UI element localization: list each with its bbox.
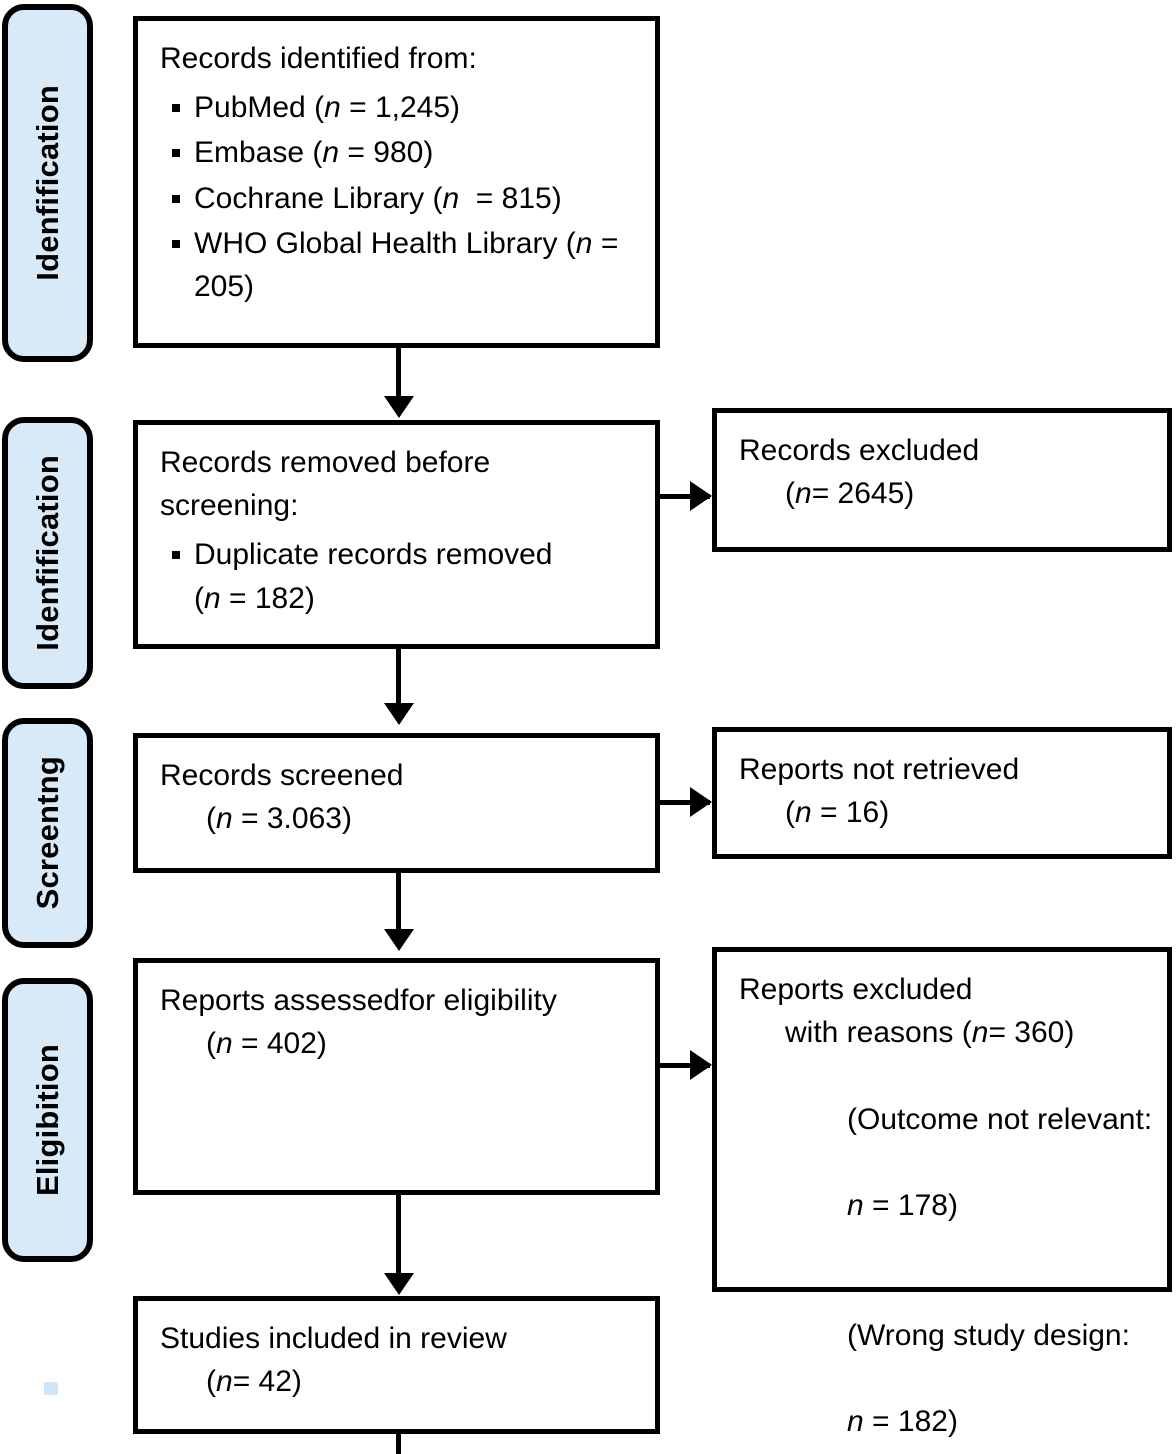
connector-removed-to-excluded bbox=[660, 494, 710, 499]
reports-excluded-reason-2: (Wrong study design: n = 182) bbox=[847, 1318, 1130, 1438]
stage-label-identification-2: Idenfification bbox=[30, 455, 65, 651]
stage-pill-eligibility: Eligibition bbox=[2, 978, 93, 1262]
arrowhead-removed-to-excluded bbox=[690, 481, 712, 511]
list-item: Cochrane Library (n = 815) bbox=[172, 177, 641, 220]
arrowhead-identified-to-removed bbox=[384, 396, 414, 418]
arrowhead-screened-to-assessed bbox=[384, 929, 414, 951]
arrowhead-removed-to-screened bbox=[384, 703, 414, 725]
arrowhead-screened-to-not-retrieved bbox=[690, 787, 712, 817]
studies-included-line1: Studies included in review bbox=[160, 1322, 507, 1355]
duplicate-records-label: Duplicate records removed bbox=[194, 538, 553, 572]
reports-not-retrieved-count: (n = 16) bbox=[785, 796, 890, 830]
reason-1-label: (Outcome not relevant: bbox=[847, 1102, 1153, 1136]
stage-label-screening: Screentng bbox=[30, 756, 65, 910]
box-records-screened: Records screened (n = 3.063) bbox=[133, 733, 660, 873]
stage-label-eligibility: Eligibition bbox=[30, 1043, 65, 1196]
reports-not-retrieved-line1: Reports not retrieved bbox=[739, 753, 1020, 786]
reports-excluded-line1: Reports excluded bbox=[739, 973, 973, 1006]
stage-pill-screening: Screentng bbox=[2, 718, 93, 948]
list-item: Duplicate records removed (n = 182) bbox=[172, 533, 641, 619]
connector-screened-to-assessed bbox=[396, 873, 401, 933]
box-reports-not-retrieved: Reports not retrieved (n = 16) bbox=[712, 727, 1172, 859]
records-removed-list: Duplicate records removed (n = 182) bbox=[160, 533, 641, 619]
stage-pill-identification-2: Idenfification bbox=[2, 417, 93, 689]
records-excluded-line1: Records excluded bbox=[739, 434, 980, 467]
decorative-dot bbox=[44, 1382, 58, 1395]
reports-excluded-reason-1: (Outcome not relevant: n = 178) bbox=[847, 1102, 1153, 1222]
box-records-removed-before-screening: Records removed before screening: Duplic… bbox=[133, 420, 660, 649]
studies-included-count: (n= 42) bbox=[206, 1365, 302, 1399]
records-identified-title: Records identified from: bbox=[160, 42, 477, 75]
reports-excluded-with-reasons: with reasons (n= 360) bbox=[785, 1016, 1075, 1050]
box-reports-excluded: Reports excluded with reasons (n= 360) (… bbox=[712, 947, 1172, 1438]
connector-screened-to-not-retrieved bbox=[660, 800, 710, 805]
connector-assessed-to-included bbox=[396, 1195, 401, 1277]
arrowhead-assessed-to-included bbox=[384, 1273, 414, 1295]
reports-assessed-line1: Reports assessedfor eligibility bbox=[160, 984, 557, 1017]
box-records-identified: Records identified from: PubMed (n = 1,2… bbox=[133, 16, 660, 348]
stage-label-identification-1: Idenfification bbox=[30, 85, 65, 281]
records-screened-line1: Records screened bbox=[160, 759, 404, 792]
connector-assessed-to-excluded bbox=[660, 1063, 710, 1068]
box-studies-included: Studies included in review (n= 42) bbox=[133, 1296, 660, 1434]
records-identified-source-list: PubMed (n = 1,245) Embase (n = 980) Coch… bbox=[160, 86, 641, 308]
list-item: WHO Global Health Library (n = 205) bbox=[172, 222, 641, 308]
records-excluded-count: (n= 2645) bbox=[785, 477, 915, 511]
records-removed-line1: Records removed before bbox=[160, 446, 491, 479]
reason-2-label: (Wrong study design: bbox=[847, 1318, 1130, 1352]
connector-included-continuation bbox=[396, 1434, 401, 1454]
box-reports-assessed: Reports assessedfor eligibility (n = 402… bbox=[133, 958, 660, 1195]
list-item: PubMed (n = 1,245) bbox=[172, 86, 641, 129]
connector-removed-to-screened bbox=[396, 649, 401, 707]
list-item: Embase (n = 980) bbox=[172, 131, 641, 174]
records-removed-line2: screening: bbox=[160, 489, 299, 523]
arrowhead-assessed-to-excluded bbox=[690, 1050, 712, 1080]
box-records-excluded: Records excluded (n= 2645) bbox=[712, 408, 1172, 552]
records-screened-count: (n = 3.063) bbox=[206, 802, 352, 836]
connector-identified-to-removed bbox=[396, 348, 401, 398]
reports-assessed-count: (n = 402) bbox=[206, 1027, 327, 1061]
stage-pill-identification-1: Idenfification bbox=[2, 4, 93, 362]
